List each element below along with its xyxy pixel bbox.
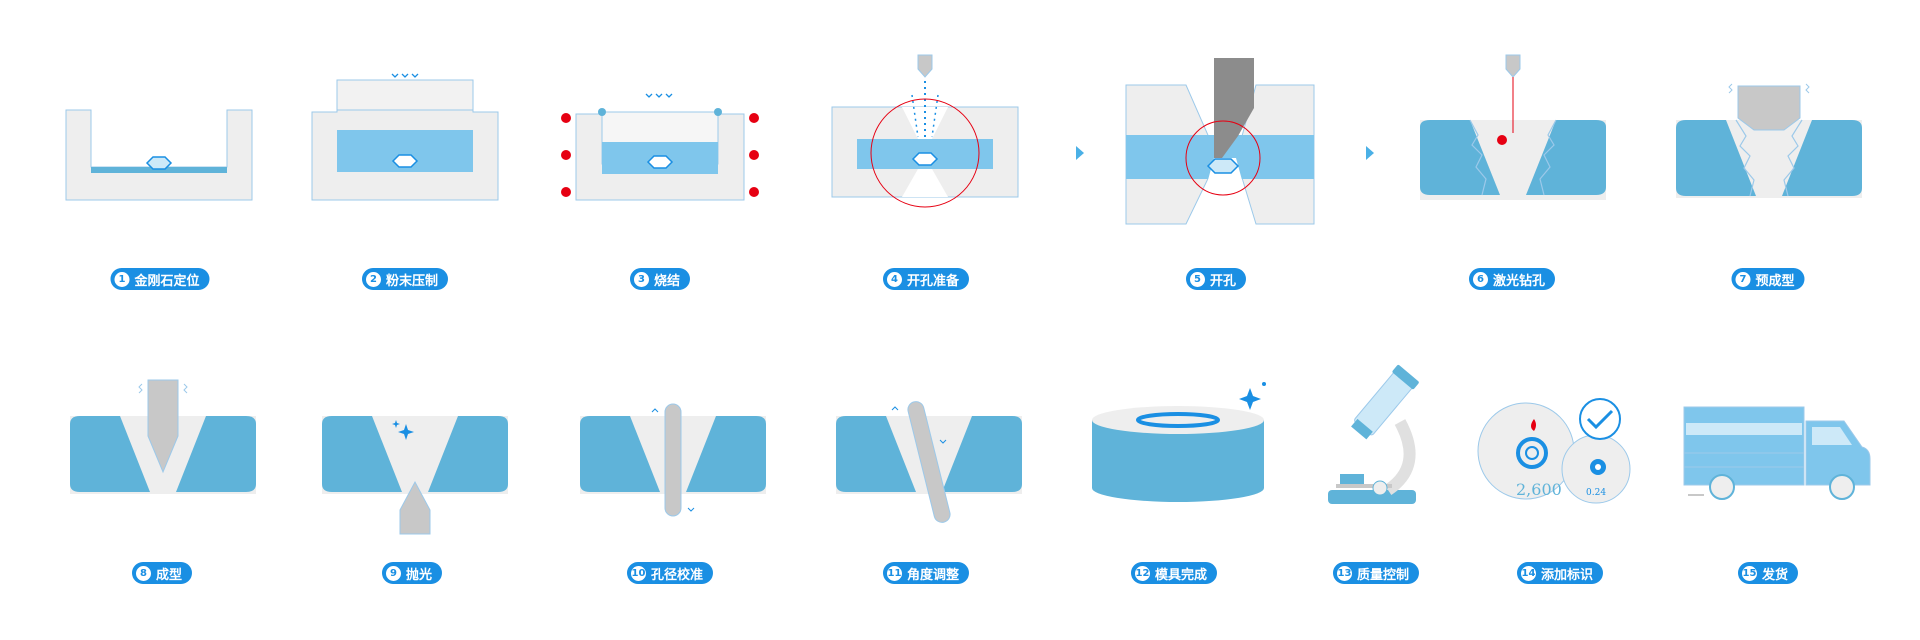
step-7-illustration [1676, 83, 1862, 198]
step-number: 2 [365, 271, 381, 287]
step-label-text: 质量控制 [1356, 567, 1410, 583]
step-number: 11 [886, 565, 902, 581]
step-label-text: 发货 [1761, 567, 1789, 583]
focus-circle-icon [1185, 120, 1261, 196]
flow-arrow-icon [1366, 146, 1374, 160]
step-13-illustration [1328, 365, 1419, 504]
badge-small-text: 0.24 [1586, 488, 1606, 498]
step-number: 1 [114, 271, 130, 287]
step-1-illustration [65, 109, 253, 201]
step-number: 15 [1741, 565, 1757, 581]
step-10-illustration [580, 403, 766, 517]
step-label-text: 角度调整 [906, 567, 960, 583]
step-12-illustration [1092, 382, 1266, 502]
step-number: 3 [633, 271, 649, 287]
step-label-text: 添加标识 [1540, 567, 1594, 583]
microscope-icon [1328, 365, 1419, 504]
diamond-icon [145, 156, 173, 170]
sparkle-icon [1239, 382, 1266, 410]
sparkle-icon [392, 420, 414, 440]
step-14-illustration: 2,600 0.24 [1477, 398, 1631, 504]
check-circle-icon [1579, 398, 1621, 440]
step-3-illustration [561, 93, 759, 201]
step-label-text: 模具完成 [1154, 567, 1208, 583]
step-number: 5 [1189, 271, 1205, 287]
step-label-text: 孔径校准 [650, 567, 704, 583]
step-4-illustration [831, 54, 1019, 208]
flow-arrow-icon [1076, 146, 1084, 160]
step-label-text: 抛光 [405, 567, 433, 583]
step-number: 13 [1336, 565, 1352, 581]
step-11-illustration [836, 401, 1022, 523]
step-number: 12 [1134, 565, 1150, 581]
step-label-text: 金刚石定位 [134, 273, 200, 289]
step-9-illustration [322, 416, 508, 535]
laser-point-icon [1497, 135, 1507, 145]
heat-dots-icon [561, 113, 759, 197]
step-number: 8 [135, 565, 151, 581]
step-number: 4 [886, 271, 902, 287]
step-15-illustration [1683, 406, 1871, 500]
step-6-illustration [1420, 54, 1606, 200]
step-number: 7 [1735, 271, 1751, 287]
badge-big-text: 2,600 [1516, 480, 1562, 499]
step-label-text: 预成型 [1755, 273, 1795, 289]
step-8-illustration [70, 379, 256, 494]
step-5-illustration [1125, 58, 1315, 225]
step-label-text: 粉末压制 [385, 273, 439, 289]
step-label-text: 成型 [155, 567, 183, 583]
step-label-text: 烧结 [653, 273, 681, 289]
step-label-text: 激光钻孔 [1492, 273, 1546, 289]
step-2-illustration [311, 73, 499, 201]
step-number: 14 [1520, 565, 1536, 581]
step-label-text: 开孔 [1209, 273, 1237, 289]
step-number: 9 [385, 565, 401, 581]
focus-circle-icon [870, 98, 980, 208]
step-label-text: 开孔准备 [906, 273, 960, 289]
press-arrows-icon [391, 73, 419, 78]
step-number: 6 [1472, 271, 1488, 287]
truck-icon [1683, 406, 1871, 500]
step-number: 10 [630, 565, 646, 581]
